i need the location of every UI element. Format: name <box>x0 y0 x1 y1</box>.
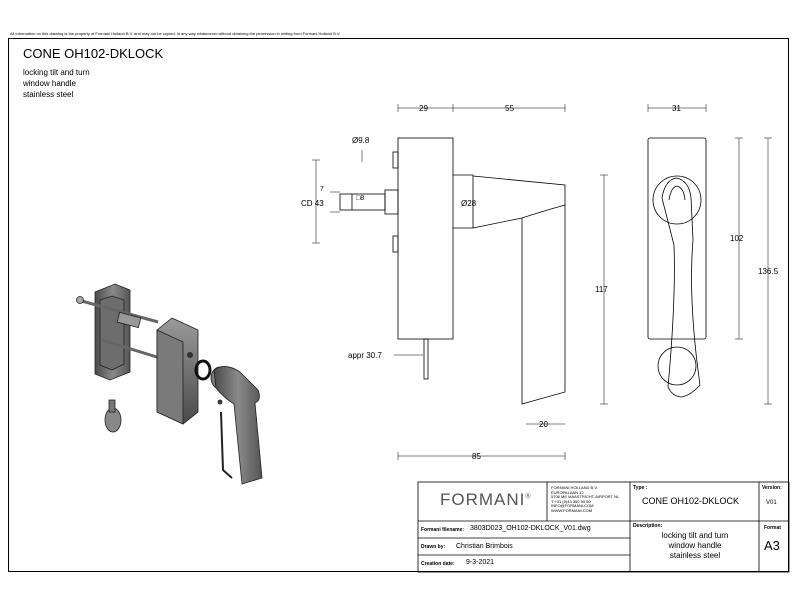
format-value: A3 <box>764 538 780 553</box>
dim-20: 20 <box>539 420 548 429</box>
exploded-view <box>76 283 263 485</box>
exploded-screw-bottom <box>101 338 161 360</box>
side-handle-lever <box>521 205 566 405</box>
dim-7: 7 <box>320 186 324 193</box>
dim-85: 85 <box>472 452 481 461</box>
subtitle-line: window handle <box>23 79 76 88</box>
dim-cd-43: CD 43 <box>301 199 324 208</box>
dimension-labels: 29 55 31 Ø9.8 CD 43 7 □8 Ø28 117 102 136… <box>301 104 779 461</box>
title-block-grid <box>417 481 790 573</box>
front-handle <box>661 177 701 398</box>
dim-phi-28: Ø28 <box>461 199 477 208</box>
side-rosette <box>453 174 474 229</box>
side-tab-bottom <box>392 235 399 253</box>
dim-appr-30-7: appr 30.7 <box>348 351 382 360</box>
front-key-rosette <box>657 346 697 386</box>
side-key-stem <box>423 338 429 380</box>
type-label: Type : <box>633 485 648 491</box>
type-value: CONE OH102-DKLOCK <box>642 496 740 506</box>
drawing-sheet-border <box>8 38 789 572</box>
dim-117: 117 <box>595 285 608 294</box>
version-label: Version: <box>762 485 782 491</box>
front-view <box>647 137 707 398</box>
side-handle-arm <box>472 175 566 229</box>
front-base-plate <box>647 137 707 340</box>
copyright-disclaimer: All information on this drawing is the p… <box>10 31 341 36</box>
dim-136-5: 136.5 <box>758 267 779 276</box>
side-base-block <box>397 137 454 340</box>
dim-29: 29 <box>419 104 428 113</box>
filename-value: 3803D023_OH102-DKLOCK_V01.dwg <box>470 525 591 532</box>
dim-55: 55 <box>505 104 514 113</box>
format-label: Format <box>764 525 781 531</box>
exploded-handle <box>213 366 263 485</box>
subtitle-line: stainless steel <box>23 90 74 99</box>
side-tab-top <box>392 151 399 169</box>
front-rosette <box>652 175 702 225</box>
description-label: Description: <box>633 523 663 529</box>
dim-102: 102 <box>730 234 744 243</box>
front-dimension-lines <box>647 104 772 405</box>
company-address: FORMANI HOLLAND B.V. EUROPALAAN 12 5706 … <box>551 485 620 513</box>
subtitle-line: locking tilt and turn <box>23 68 90 77</box>
drawing-title: CONE OH102-DKLOCK <box>23 46 164 61</box>
dim-31: 31 <box>672 104 681 113</box>
side-dimension-lines <box>312 104 608 460</box>
drawn-by-value: Christian Brimbois <box>456 543 513 550</box>
side-spindle <box>339 193 386 211</box>
formani-logo: FORMANI® <box>440 490 532 509</box>
creation-date-label: Creation date: <box>421 561 455 567</box>
exploded-ring <box>194 359 212 381</box>
side-view <box>339 137 566 405</box>
exploded-spindle <box>116 311 142 329</box>
dim-square-8: □8 <box>356 195 364 202</box>
dim-phi-9-8: Ø9.8 <box>352 136 370 145</box>
exploded-screw-top <box>77 298 159 324</box>
filename-label: Formani filename: <box>421 527 465 533</box>
drawn-by-label: Drawn by: <box>421 544 446 550</box>
drawing-subtitle: locking tilt and turn window handle stai… <box>23 67 90 100</box>
exploded-allen-key <box>220 411 233 479</box>
side-spindle-collar <box>384 189 399 215</box>
creation-date-value: 9-3-2021 <box>466 559 495 566</box>
version-value: V01 <box>766 500 777 506</box>
description-value: locking tilt and turn window handle stai… <box>661 531 729 560</box>
